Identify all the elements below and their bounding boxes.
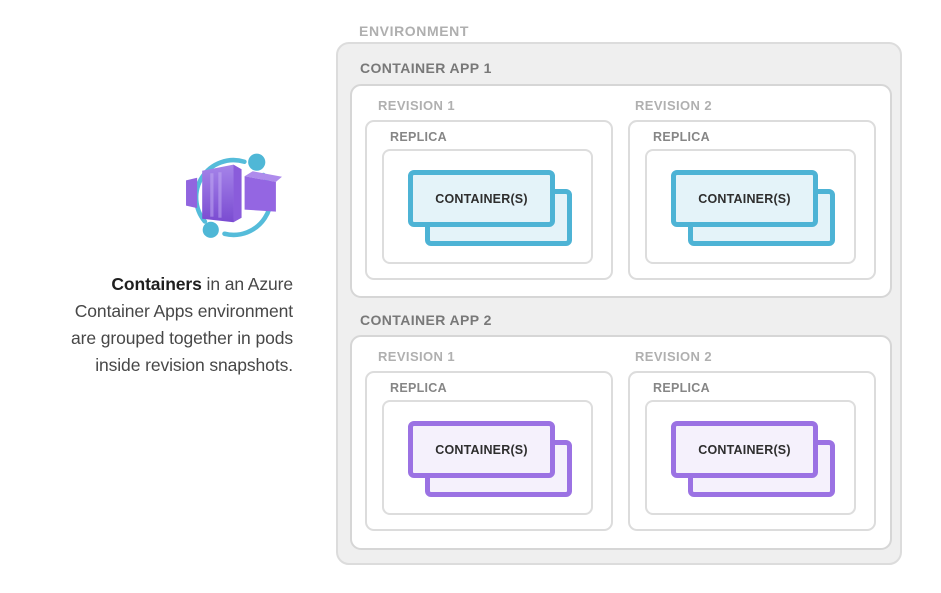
containers-label: CONTAINER(S) (435, 442, 528, 457)
replica-box: CONTAINER(S) (382, 400, 593, 515)
containers-box: CONTAINER(S) (408, 421, 555, 478)
revision-1-label: REVISION 1 (378, 98, 455, 113)
revision-1-label: REVISION 1 (378, 349, 455, 364)
icon-dot-top-right (248, 153, 266, 171)
container-stack: CONTAINER(S) (671, 170, 835, 246)
caption-text: in an Azure (201, 274, 294, 294)
revision-1-box: REPLICA CONTAINER(S) (365, 120, 613, 280)
container-stack: CONTAINER(S) (408, 170, 572, 246)
caption-line: inside revision snapshots. (95, 355, 293, 375)
containers-box: CONTAINER(S) (671, 421, 818, 478)
caption-line: are grouped together in pods (71, 328, 293, 348)
containers-label: CONTAINER(S) (698, 442, 791, 457)
environment-label: ENVIRONMENT (359, 23, 470, 39)
revision-1-box: REPLICA CONTAINER(S) (365, 371, 613, 531)
caption-bold: Containers (111, 274, 202, 294)
icon-right-container-box-top (244, 171, 282, 182)
icon-main-container-box-front (202, 164, 234, 223)
replica-box: CONTAINER(S) (645, 149, 856, 264)
revision-2-box: REPLICA CONTAINER(S) (628, 120, 876, 280)
replica-box: CONTAINER(S) (645, 400, 856, 515)
replica-label: REPLICA (390, 130, 447, 144)
containers-label: CONTAINER(S) (435, 191, 528, 206)
environment-box: CONTAINER APP 1 REVISION 1 REPLICA CONTA… (336, 42, 902, 565)
revision-2-label: REVISION 2 (635, 98, 712, 113)
icon-main-container-box-side (233, 164, 242, 223)
container-app-2-box: REVISION 1 REPLICA CONTAINER(S) REVISION… (350, 335, 892, 550)
caption: Containers in an Azure Container Apps en… (0, 271, 293, 379)
icon-box-stripe (218, 172, 222, 218)
containers-box: CONTAINER(S) (408, 170, 555, 227)
replica-label: REPLICA (390, 381, 447, 395)
container-stack: CONTAINER(S) (408, 421, 572, 497)
container-stack: CONTAINER(S) (671, 421, 835, 497)
container-app-1-box: REVISION 1 REPLICA CONTAINER(S) REVISION… (350, 84, 892, 298)
replica-label: REPLICA (653, 130, 710, 144)
icon-box-stripe (210, 173, 214, 217)
caption-line: Containers in an Azure (0, 271, 293, 298)
container-app-2-label: CONTAINER APP 2 (360, 312, 492, 328)
caption-line: Container Apps environment (74, 301, 293, 321)
replica-label: REPLICA (653, 381, 710, 395)
containers-box: CONTAINER(S) (671, 170, 818, 227)
icon-right-container-box-front (244, 176, 276, 212)
container-app-1-label: CONTAINER APP 1 (360, 60, 492, 76)
icon-left-container-box (186, 177, 198, 209)
azure-container-apps-icon (186, 153, 282, 238)
replica-box: CONTAINER(S) (382, 149, 593, 264)
containers-label: CONTAINER(S) (698, 191, 791, 206)
revision-2-box: REPLICA CONTAINER(S) (628, 371, 876, 531)
icon-dot-bottom-left (202, 221, 219, 238)
revision-2-label: REVISION 2 (635, 349, 712, 364)
